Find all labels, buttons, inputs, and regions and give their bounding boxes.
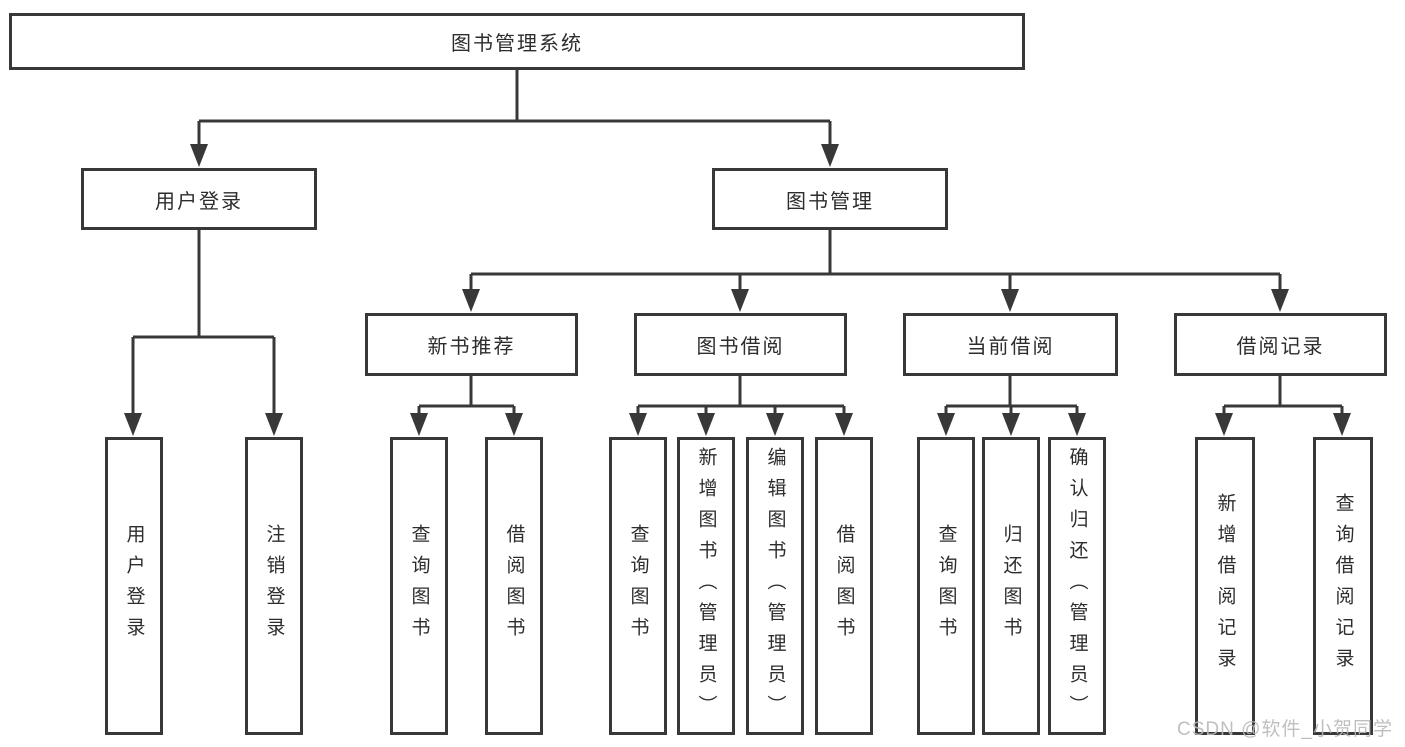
node-user-login-branch: 用户登录 [81,168,317,230]
arrow-icon [1333,413,1351,436]
edge-root-to-level2 [197,70,832,153]
leaf-query-borrowing-record: 查询借阅记录 [1313,437,1373,735]
node-label: 用户登录 [155,190,243,213]
arrow-icon [1001,289,1019,312]
node-label: 查询图书 [408,524,430,648]
watermark-text: CSDN @软件_小贺同学 [1177,719,1393,740]
node-label: 查询借阅记录 [1332,493,1354,679]
node-label: 新增图书（管理员） [695,446,717,726]
node-library-management-system: 图书管理系统 [9,13,1025,70]
leaf-query-books-current: 查询图书 [917,437,975,735]
node-label: 编辑图书（管理员） [764,446,786,726]
leaf-return-books: 归还图书 [982,437,1040,735]
node-book-management: 图书管理 [712,168,948,230]
node-label: 查询图书 [935,524,957,648]
node-label: 用户登录 [123,524,145,648]
node-borrowing-records: 借阅记录 [1174,313,1387,376]
node-label: 注销登录 [263,524,285,648]
arrow-icon [1271,289,1289,312]
leaf-add-books-admin: 新增图书（管理员） [677,437,735,735]
node-label: 图书借阅 [696,336,785,358]
node-label: 借阅记录 [1236,336,1325,358]
node-new-book-recommendation: 新书推荐 [365,313,578,376]
node-label: 借阅图书 [503,524,525,648]
node-label: 借阅图书 [833,524,855,648]
arrow-icon [505,413,523,436]
leaf-add-borrowing-record: 新增借阅记录 [1195,437,1255,735]
arrow-icon [265,413,283,436]
leaf-edit-books-admin: 编辑图书（管理员） [746,437,804,735]
leaf-logout: 注销登录 [245,437,303,735]
arrow-icon [410,413,428,436]
arrow-icon [124,413,142,436]
edge-records-to-leaves [1222,376,1344,422]
arrow-icon [190,144,208,167]
edge-borrowing-to-leaves [636,376,846,422]
arrow-icon [462,289,480,312]
node-label: 归还图书 [1000,524,1022,648]
edge-bookmgmt-to-level3 [469,230,1282,298]
leaf-confirm-return-admin: 确认归还（管理员） [1048,437,1106,735]
arrow-icon [937,413,955,436]
node-label: 查询图书 [627,524,649,648]
node-current-borrowing: 当前借阅 [903,313,1118,376]
node-label: 当前借阅 [966,336,1055,358]
arrow-icon [835,413,853,436]
node-label: 新书推荐 [427,336,516,358]
leaf-query-books-recommend: 查询图书 [390,437,448,735]
node-label: 新增借阅记录 [1214,493,1236,679]
arrow-icon [731,289,749,312]
arrowheads [124,144,1351,436]
leaf-borrow-books: 借阅图书 [815,437,873,735]
node-label: 图书管理 [786,190,874,213]
leaf-borrow-books-recommend: 借阅图书 [485,437,543,735]
arrow-icon [1002,413,1020,436]
arrow-icon [766,413,784,436]
arrow-icon [1068,413,1086,436]
leaf-query-books-borrowing: 查询图书 [609,437,667,735]
node-label: 图书管理系统 [451,33,583,55]
node-label: 确认归还（管理员） [1066,446,1088,726]
arrow-icon [1215,413,1233,436]
edge-newbook-to-leaves [417,376,516,422]
arrow-icon [629,413,647,436]
arrow-icon [697,413,715,436]
leaf-user-login: 用户登录 [105,437,163,735]
edge-userlogin-to-leaves [131,230,276,422]
arrow-icon [821,144,839,167]
node-book-borrowing: 图书借阅 [634,313,847,376]
